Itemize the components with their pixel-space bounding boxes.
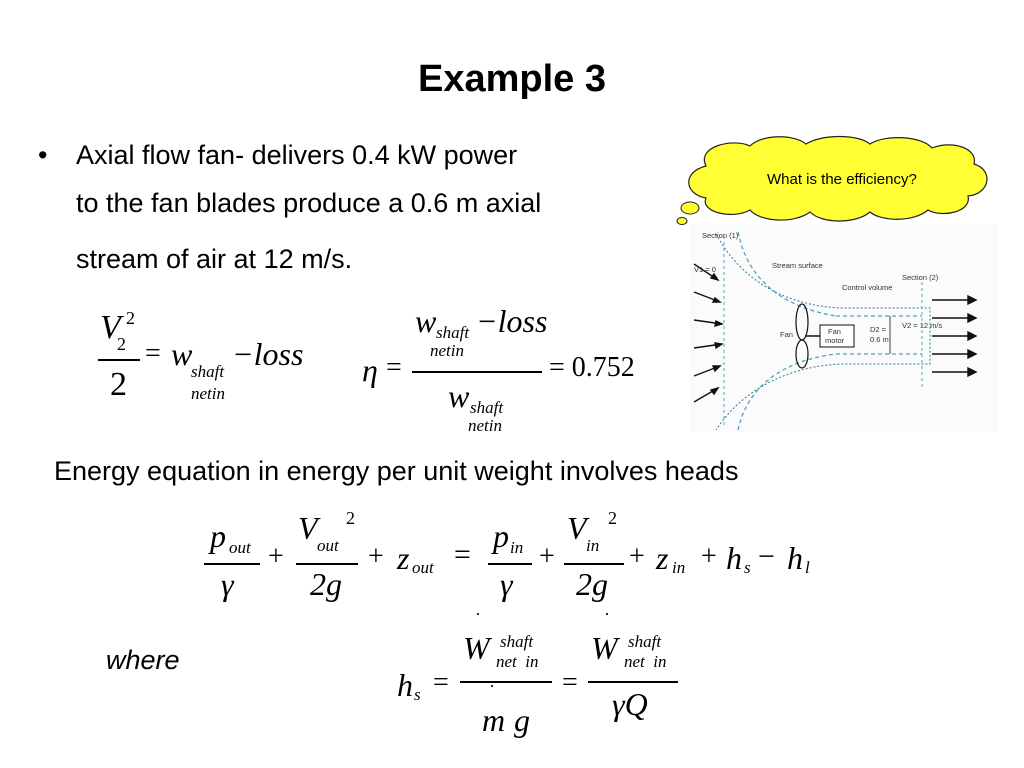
label-fan: Fan bbox=[780, 330, 793, 339]
cloud-question: What is the efficiency? bbox=[767, 171, 917, 188]
eq4-w-1: W bbox=[463, 630, 490, 666]
eq3-bar-3 bbox=[488, 563, 532, 565]
eq3-z-in-sub: in bbox=[672, 558, 686, 577]
eq4-w1-sup-shaft: shaft bbox=[500, 632, 534, 651]
eq3-v-in-sq: 2 bbox=[608, 508, 617, 528]
bullet-line-1: Axial flow fan- delivers 0.4 kW power bbox=[76, 140, 518, 170]
eq4-h: h bbox=[397, 667, 413, 703]
eq3-2g-2: 2g bbox=[576, 566, 608, 602]
label-d2-value: 0.6 m bbox=[870, 335, 889, 344]
eq3-2g-1: 2g bbox=[310, 566, 342, 602]
bullet-marker: • bbox=[38, 140, 48, 170]
eq3-bar-4 bbox=[564, 563, 624, 565]
eq4-equals-2: = bbox=[562, 667, 578, 698]
eq1-minus-loss: −loss bbox=[232, 336, 304, 372]
where-label: where bbox=[106, 645, 180, 675]
eq4-w2-sup-netin: net in bbox=[624, 652, 667, 671]
eq2-equals: = bbox=[386, 352, 402, 383]
eq1-w: w bbox=[171, 336, 193, 372]
eq3-gamma-1: γ bbox=[221, 566, 234, 602]
eq3-p-in-sub: in bbox=[510, 538, 524, 557]
bullet-line-2: to the fan blades produce a 0.6 m axial bbox=[76, 188, 542, 218]
eq1-v-sq: 2 bbox=[126, 308, 135, 328]
eq1-v: V bbox=[100, 309, 121, 346]
eq1-v-sub: 2 bbox=[117, 334, 126, 354]
eq3-plus-5: + bbox=[701, 541, 717, 572]
eq2-bottom-sub-shaft: shaft bbox=[470, 398, 504, 417]
eq3-v-out: V bbox=[298, 510, 318, 546]
eq3-p-out: p bbox=[210, 518, 226, 554]
slide-title: Example 3 bbox=[418, 58, 606, 100]
eq3-minus: − bbox=[758, 540, 775, 573]
eq3-v-out-sub: out bbox=[317, 536, 339, 555]
eq4-bar-2 bbox=[588, 681, 678, 683]
eq2-bottom-sub-netin: netin bbox=[468, 416, 502, 435]
eq3-h-s: h bbox=[726, 540, 742, 576]
eq3-plus-1: + bbox=[268, 541, 284, 572]
eq4-equals-1: = bbox=[433, 667, 449, 698]
eq2-result: = 0.752 bbox=[549, 352, 635, 383]
eq3-equals: = bbox=[454, 538, 471, 571]
eq3-h-l-sub: l bbox=[805, 558, 810, 577]
eq4-w-dot-2: · bbox=[604, 604, 610, 624]
eq1-fraction-bar bbox=[98, 359, 140, 361]
eq3-h-l: h bbox=[787, 540, 803, 576]
label-section-1: Section (1) bbox=[702, 231, 739, 240]
eq4-m: m bbox=[482, 702, 506, 738]
eq4-bar-1 bbox=[460, 681, 552, 683]
energy-heading: Energy equation in energy per unit weigh… bbox=[54, 456, 739, 486]
label-fan-motor-top: Fan bbox=[828, 327, 841, 336]
eq3-h-s-sub: s bbox=[744, 558, 751, 577]
eq3-plus-3: + bbox=[539, 541, 555, 572]
eq4-h-sub: s bbox=[414, 685, 421, 704]
eq1-den: 2 bbox=[110, 366, 127, 403]
eq3-v-in: V bbox=[567, 510, 587, 546]
label-fan-motor-bottom: motor bbox=[825, 336, 845, 345]
eq1-w-sub-netin: netin bbox=[191, 384, 225, 403]
eq2-minus-loss: −loss bbox=[476, 303, 548, 339]
eq4-w-2: W bbox=[591, 630, 618, 666]
eq2-w-bottom: w bbox=[448, 378, 470, 414]
eq3-p-in: p bbox=[493, 518, 509, 554]
fan-diagram: What is the efficiency? Section (1) V1 =… bbox=[676, 135, 998, 432]
eq3-plus-2: + bbox=[368, 541, 384, 572]
eq3-p-out-sub: out bbox=[229, 538, 251, 557]
thought-cloud: What is the efficiency? bbox=[676, 135, 988, 225]
eq1-w-sub-shaft: shaft bbox=[191, 362, 225, 381]
label-control-volume: Control volume bbox=[842, 283, 892, 292]
eq3-z-in: z bbox=[656, 540, 669, 576]
eq4-m-dot: · bbox=[489, 676, 495, 696]
bullet-line-3: stream of air at 12 m/s. bbox=[76, 244, 353, 274]
eq2-w-top: w bbox=[415, 303, 437, 339]
eq4-gamma-q: γQ bbox=[612, 686, 648, 722]
label-section-2: Section (2) bbox=[902, 273, 939, 282]
label-d2: D2 = bbox=[870, 325, 887, 334]
eq3-plus-4: + bbox=[629, 541, 645, 572]
eq3-bar-2 bbox=[296, 563, 358, 565]
eq1-equals: = bbox=[145, 338, 161, 369]
eq2-fraction-bar bbox=[412, 371, 542, 373]
eq2-top-sub-netin: netin bbox=[430, 341, 464, 360]
eq2-eta: η bbox=[362, 352, 378, 388]
label-v2: V2 = 12 m/s bbox=[902, 321, 942, 330]
eq3-v-in-sub: in bbox=[586, 536, 600, 555]
eq3-v-out-sq: 2 bbox=[346, 508, 355, 528]
eq4-w2-sup-shaft: shaft bbox=[628, 632, 662, 651]
eq3-z-out: z bbox=[397, 540, 410, 576]
eq3-bar-1 bbox=[204, 563, 260, 565]
eq4-w1-sup-netin: net in bbox=[496, 652, 539, 671]
eq2-top-sub-shaft: shaft bbox=[436, 323, 470, 342]
eq3-gamma-2: γ bbox=[500, 566, 513, 602]
eq3-z-out-sub: out bbox=[412, 558, 434, 577]
label-v1: V1 = 0 bbox=[694, 265, 716, 274]
eq4-g: g bbox=[514, 702, 530, 738]
label-stream-surface: Stream surface bbox=[772, 261, 823, 270]
eq4-w-dot-1: · bbox=[475, 604, 481, 624]
